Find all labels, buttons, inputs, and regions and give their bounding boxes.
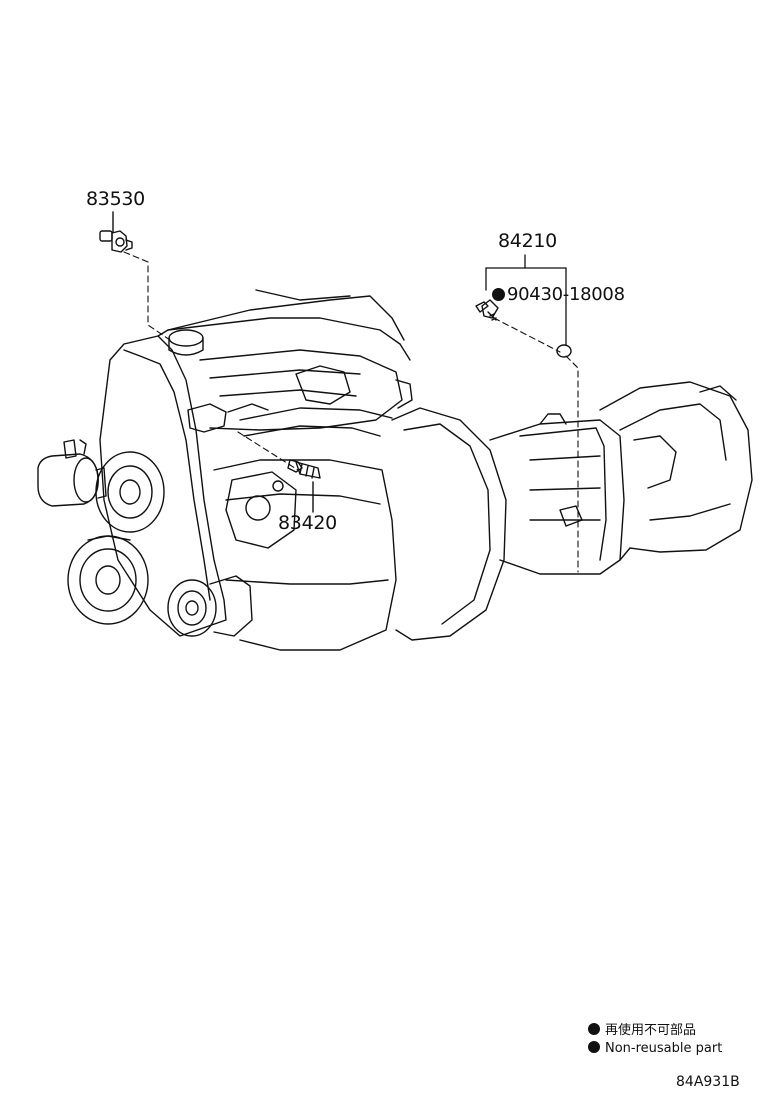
part-90430-gasket (556, 344, 572, 358)
part-83530-switch (99, 230, 133, 253)
callout-90430-text: 90430-18008 (507, 284, 625, 305)
legend-dot-icon (588, 1041, 600, 1053)
diagram-id: 84A931B (676, 1074, 740, 1090)
legend-english: Non-reusable part (588, 1041, 722, 1056)
transmission-outline (391, 381, 753, 641)
legend-dot-icon (588, 1023, 600, 1035)
bracket-84210 (485, 254, 567, 346)
callout-83420: 83420 (278, 512, 337, 534)
engine-outline (99, 289, 413, 651)
part-84210-switch (475, 299, 499, 321)
part-83420-sender (287, 459, 321, 479)
non-reusable-dot-icon (492, 288, 505, 301)
legend-english-text: Non-reusable part (605, 1041, 723, 1056)
legend-japanese-text: 再使用不可部品 (605, 1023, 697, 1038)
pulleys (67, 451, 253, 637)
callout-90430-18008: 90430-18008 (492, 284, 625, 305)
callout-83530: 83530 (86, 188, 145, 210)
legend-japanese: 再使用不可部品 (588, 1019, 696, 1038)
leader-lines (123, 251, 579, 573)
callout-84210: 84210 (498, 230, 557, 252)
